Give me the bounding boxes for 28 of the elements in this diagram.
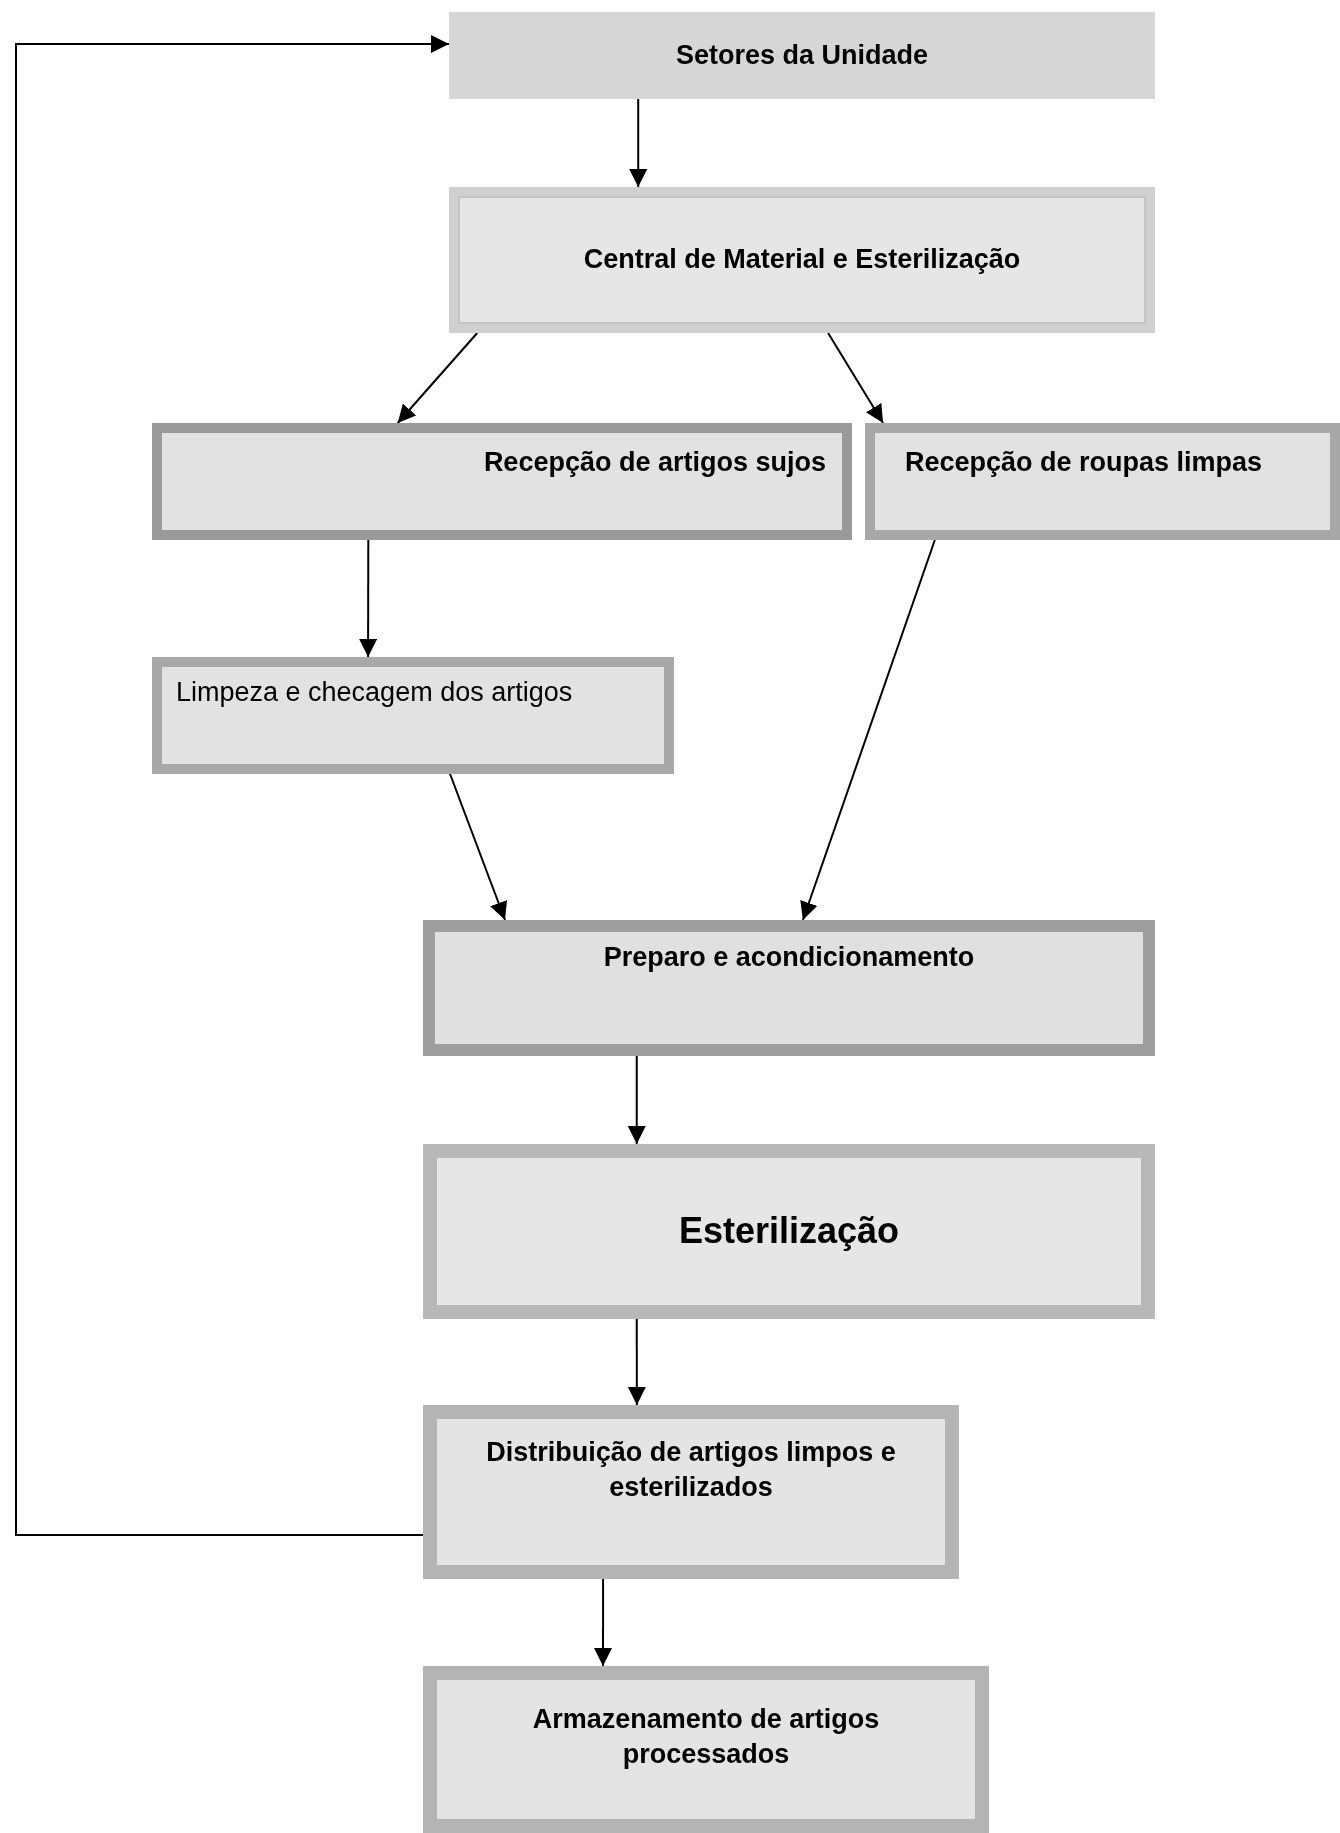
box-label: Preparo e acondicionamento: [603, 941, 975, 974]
process-box: [449, 12, 1155, 99]
arrow: [800, 539, 936, 921]
box-label: Esterilização: [678, 1209, 900, 1254]
box-label: Limpeza e checagem dos artigos: [176, 676, 573, 709]
process-box: [423, 1144, 1155, 1319]
arrow: [827, 332, 885, 424]
arrow: [629, 98, 648, 188]
arrow: [627, 1055, 646, 1145]
arrow: [449, 773, 508, 921]
process-box: [423, 1405, 959, 1579]
box-label: Recepção de roupas limpas: [905, 446, 1263, 479]
box-label: Armazenamento de artigos processados: [531, 1703, 881, 1772]
process-box: [423, 920, 1155, 1056]
box-label: Setores da Unidade: [675, 38, 929, 72]
arrow: [15, 35, 450, 1536]
process-box: [152, 657, 674, 774]
box-label: Distribuição de artigos limpos e esterilizados: [485, 1436, 897, 1505]
box-label: Central de Material e Esterilização: [583, 243, 1021, 277]
arrow: [359, 539, 378, 658]
process-box: [423, 1666, 989, 1833]
arrow: [627, 1318, 646, 1406]
box-label: Recepção de artigos sujos: [483, 446, 826, 479]
arrow: [396, 332, 479, 424]
process-box: [865, 423, 1340, 540]
process-box: [152, 423, 852, 540]
arrow: [594, 1578, 612, 1667]
process-box: [449, 187, 1155, 333]
